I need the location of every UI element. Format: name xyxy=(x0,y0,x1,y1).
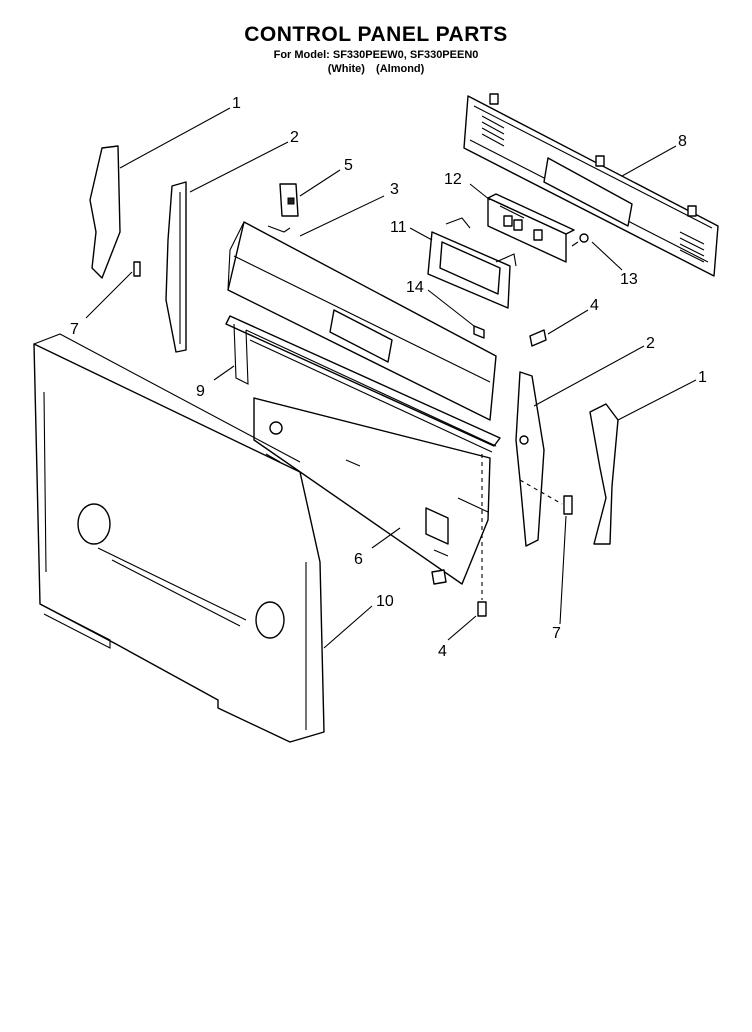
assembly-guides xyxy=(481,454,563,600)
callout-10: 10 xyxy=(376,593,394,610)
part-switch xyxy=(279,183,299,217)
callout-1-right: 1 xyxy=(698,369,707,386)
part-lower-panel xyxy=(33,333,325,743)
callout-4-upper: 4 xyxy=(590,297,599,314)
callout-3: 3 xyxy=(390,181,399,198)
callout-6: 6 xyxy=(354,551,363,568)
part-clip-7-right xyxy=(563,495,573,515)
part-screw-4-lower xyxy=(431,569,487,617)
callout-11: 11 xyxy=(390,219,407,236)
callout-2-left: 2 xyxy=(290,129,299,146)
variant-almond: (Almond) xyxy=(376,63,425,75)
model-subtitle: For Model: SF330PEEW0, SF330PEEN0 xyxy=(273,49,479,61)
callout-5: 5 xyxy=(344,157,353,174)
page-title: CONTROL PANEL PARTS xyxy=(244,23,508,46)
diagram-header: CONTROL PANEL PARTS For Model: SF330PEEW… xyxy=(0,22,752,76)
callout-2-right: 2 xyxy=(646,335,655,352)
part-side-trim-right xyxy=(589,403,619,545)
part-rear-bracket xyxy=(463,93,719,277)
callout-12: 12 xyxy=(444,171,462,188)
part-manifold-panel xyxy=(253,397,491,585)
callout-numbers: 1 2 5 3 12 8 11 13 7 14 4 2 1 9 6 10 4 7 xyxy=(70,95,707,660)
variant-white: (White) xyxy=(327,63,365,75)
callout-4-lower: 4 xyxy=(438,643,447,660)
callout-8: 8 xyxy=(678,133,687,150)
part-screw-4-upper xyxy=(529,329,547,347)
part-side-bracket-right xyxy=(515,371,545,547)
callout-13: 13 xyxy=(620,271,638,288)
part-clip-7-left xyxy=(133,261,141,277)
part-screw-13 xyxy=(571,233,589,247)
part-panel-frame xyxy=(225,315,501,453)
callout-7-right: 7 xyxy=(552,625,561,642)
part-control-panel xyxy=(227,221,497,421)
callout-14: 14 xyxy=(406,279,424,296)
part-control-bezel xyxy=(427,217,517,309)
leader-lines xyxy=(85,107,697,649)
part-side-bracket-left xyxy=(165,181,187,353)
callout-1-left: 1 xyxy=(232,95,241,112)
color-variants: (White) (Almond) xyxy=(0,62,752,76)
part-side-trim-left xyxy=(89,145,121,279)
part-electronic-control xyxy=(487,193,575,263)
callout-9: 9 xyxy=(196,383,205,400)
callout-7-left: 7 xyxy=(70,321,79,338)
part-clip-14 xyxy=(473,325,485,339)
